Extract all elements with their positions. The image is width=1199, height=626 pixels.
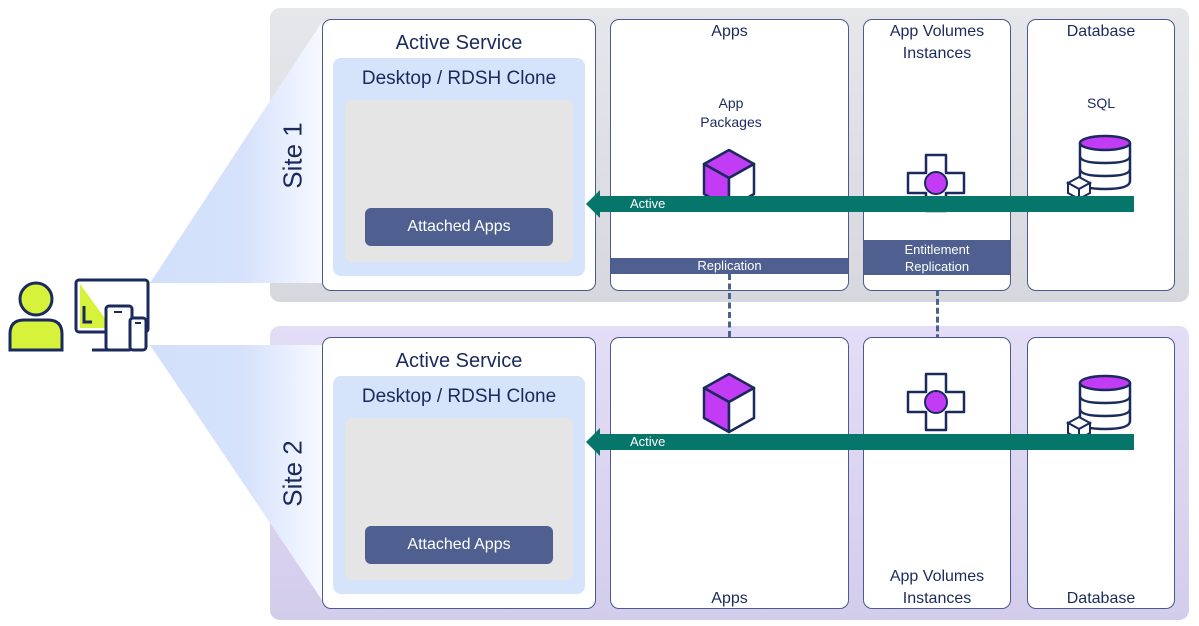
site-2-active-arrow: Active <box>586 428 1134 456</box>
devices-icon <box>74 278 150 352</box>
site-2-label: Site 2 <box>277 440 308 507</box>
site-1-database-card: Database SQL <box>1027 19 1175 291</box>
site-2-database-card: Database <box>1027 337 1175 609</box>
package-cube-icon <box>702 372 756 434</box>
database-title: Database <box>1066 23 1136 40</box>
database-icon <box>1065 134 1132 201</box>
desktop-clone-area: Attached Apps <box>345 100 573 262</box>
arrow-head-icon <box>586 190 600 218</box>
sql-label: SQL <box>1086 95 1115 111</box>
database-icon <box>1065 374 1132 441</box>
site-2-apps-card: Apps <box>610 337 849 609</box>
desktop-clone-area: Attached Apps <box>345 418 573 580</box>
site-1-active-service: Active Service Desktop / RDSH Clone Atta… <box>322 19 596 291</box>
active-arrow-label: Active <box>630 434 666 449</box>
site-2-wedge <box>150 345 322 600</box>
active-arrow-label: Active <box>630 196 666 211</box>
cross-node-icon <box>906 372 966 432</box>
arrow-head-icon <box>586 428 600 456</box>
desktop-clone-title: Desktop / RDSH Clone <box>361 386 557 407</box>
attached-apps-button[interactable]: Attached Apps <box>365 208 553 246</box>
database-title: Database <box>1066 590 1136 607</box>
user-icon <box>8 281 64 352</box>
site-1-label: Site 1 <box>277 122 308 189</box>
apps-title: Apps <box>711 590 748 607</box>
package-cube-icon <box>702 148 756 210</box>
app-volumes-title-line1: App Volumes <box>889 23 985 40</box>
site-2-active-service: Active Service Desktop / RDSH Clone Atta… <box>322 337 596 609</box>
app-volumes-title-line1: App Volumes <box>889 568 985 585</box>
site-1-wedge <box>150 22 322 283</box>
apps-title: Apps <box>711 23 748 40</box>
app-packages-label-line: Packages <box>700 114 762 130</box>
apps-replication-dashed-line <box>728 274 731 356</box>
replication-label: Replication <box>904 259 970 274</box>
entitlement-label: Entitlement <box>904 242 970 257</box>
entitlement-replication-dashed-line <box>936 290 939 358</box>
app-volumes-title-line2: Instances <box>902 590 972 607</box>
site-1-active-arrow: Active <box>586 190 1134 218</box>
desktop-clone: Desktop / RDSH Clone Attached Apps <box>333 58 585 276</box>
site-1-app-volumes-card: App Volumes Instances Entitlement Replic… <box>863 19 1011 291</box>
site-2-app-volumes-card: App Volumes Instances <box>863 337 1011 609</box>
active-service-title: Active Service <box>395 350 523 372</box>
app-volumes-title-line2: Instances <box>902 45 972 62</box>
attached-apps-button[interactable]: Attached Apps <box>365 526 553 564</box>
active-service-title: Active Service <box>395 32 523 54</box>
desktop-clone-title: Desktop / RDSH Clone <box>361 68 557 89</box>
app-packages-label-line: App <box>718 95 744 111</box>
desktop-clone: Desktop / RDSH Clone Attached Apps <box>333 376 585 594</box>
replication-bar: Replication <box>611 258 848 274</box>
entitlement-replication-bar: Entitlement Replication <box>864 240 1010 275</box>
